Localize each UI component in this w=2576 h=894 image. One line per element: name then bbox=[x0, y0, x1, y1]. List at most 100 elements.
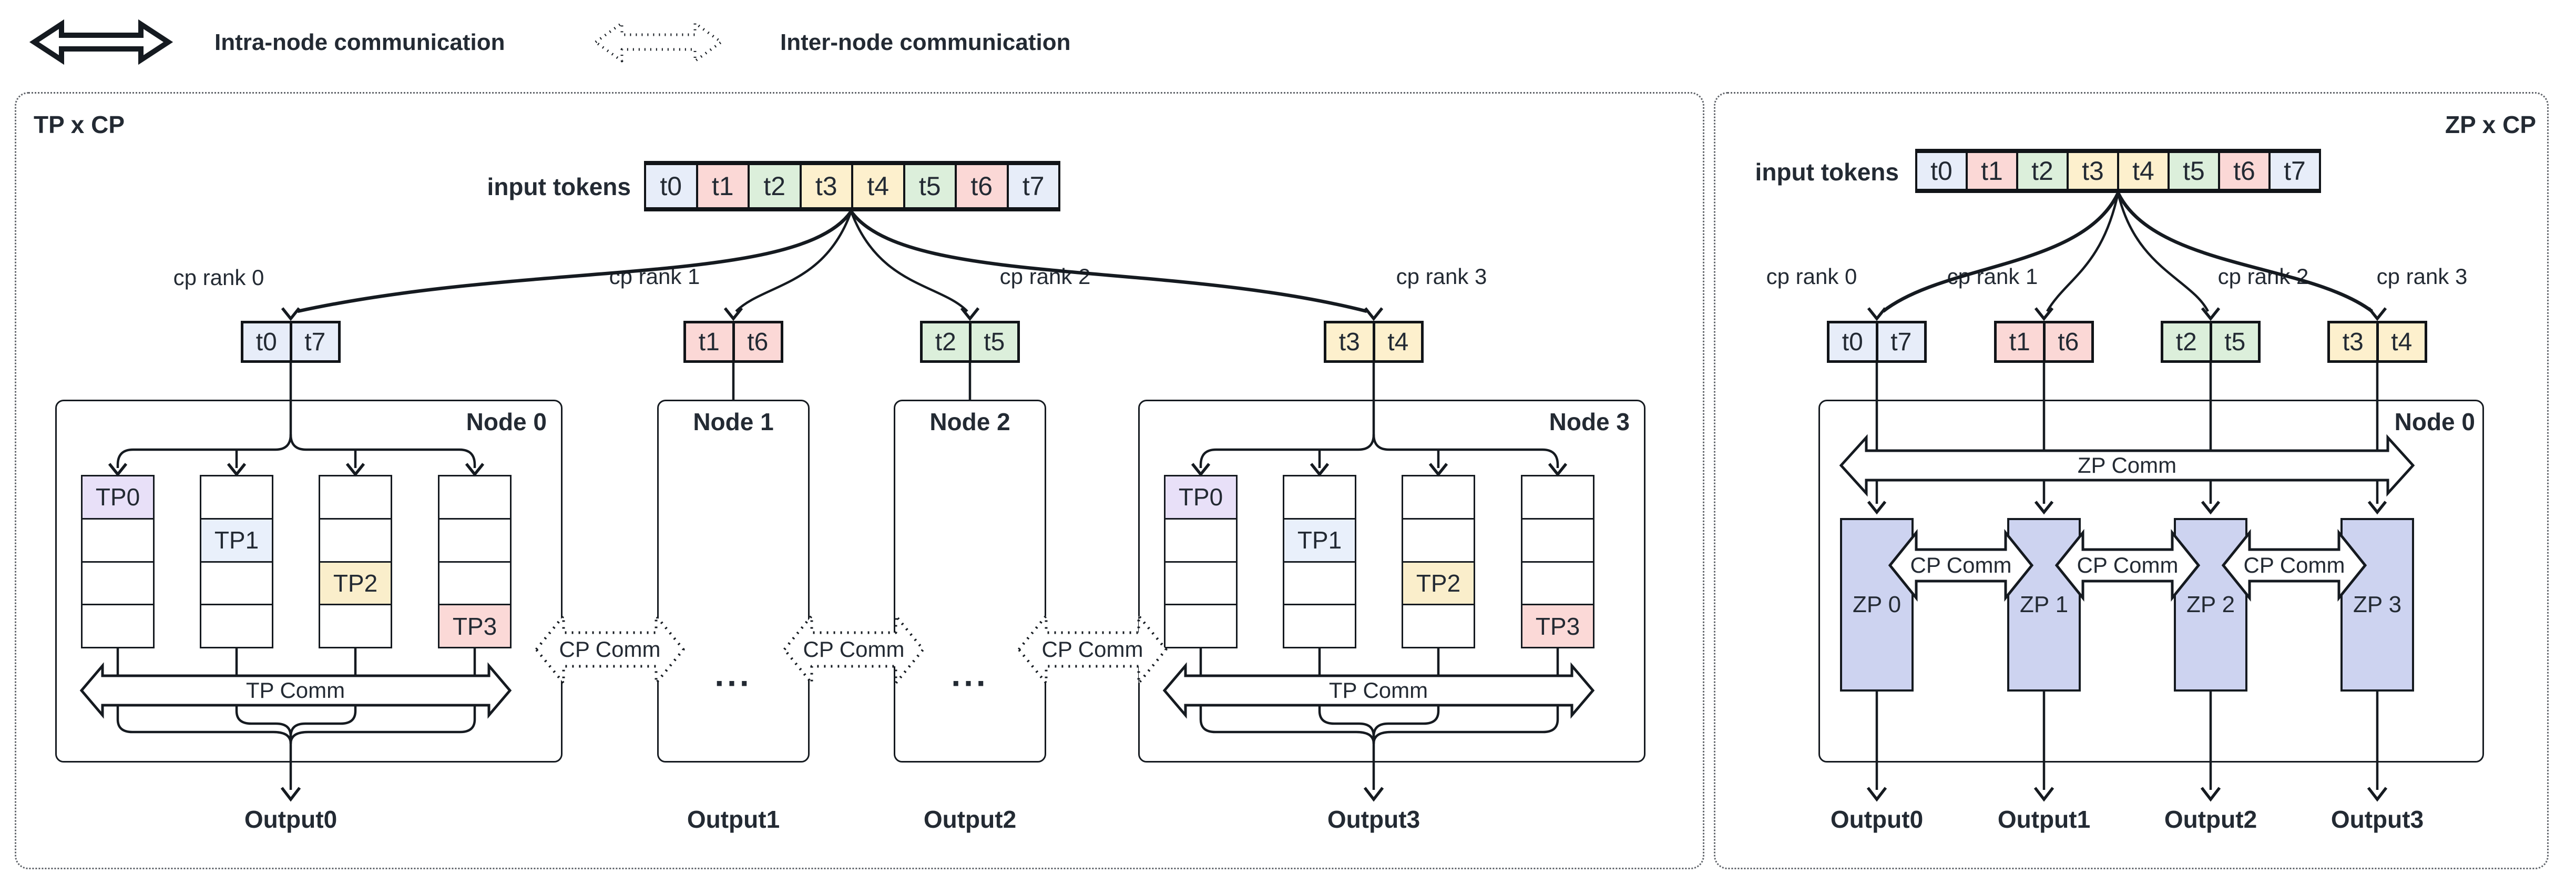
tp-shard-cell bbox=[1166, 605, 1236, 647]
right-pair-rank0: t0 t7 bbox=[1827, 321, 1927, 363]
left-output-2-label: Output2 bbox=[923, 806, 1017, 833]
left-panel-title: TP x CP bbox=[34, 111, 125, 138]
left-node-1 bbox=[657, 400, 810, 763]
tp-shard-cell bbox=[1284, 562, 1355, 604]
zp-block-0: ZP 0 bbox=[1840, 518, 1914, 692]
tp-column: TP0 bbox=[1164, 475, 1238, 648]
left-input-tokens-label: input tokens bbox=[487, 173, 631, 200]
token-cell: t5 bbox=[2170, 153, 2218, 189]
right-cp-comm-label-23: CP Comm bbox=[2243, 553, 2345, 577]
intra-node-arrow-icon bbox=[29, 19, 173, 65]
right-node-0-label: Node 0 bbox=[2394, 408, 2475, 435]
tp-shard-cell bbox=[1403, 605, 1474, 647]
tp-column: TP3 bbox=[1521, 475, 1594, 648]
pair-cell: t3 bbox=[2330, 323, 2376, 360]
tp-shard-cell bbox=[1403, 476, 1474, 518]
tp-shard-cell: TP2 bbox=[320, 562, 391, 604]
right-panel-title: ZP x CP bbox=[2445, 111, 2536, 138]
tp-column: TP3 bbox=[438, 475, 512, 648]
left-output-0-label: Output0 bbox=[244, 806, 338, 833]
legend-inter-label: Inter-node communication bbox=[780, 29, 1071, 55]
tp-shard-cell: TP1 bbox=[201, 519, 272, 561]
token-cell: t3 bbox=[801, 165, 851, 207]
cp-comm-label-01: CP Comm bbox=[559, 637, 661, 662]
tp-shard-cell bbox=[320, 476, 391, 518]
left-cp-rank-0-label: cp rank 0 bbox=[173, 265, 264, 290]
left-input-token-row: t0 t1 t2 t3 t4 t5 t6 t7 bbox=[644, 161, 1060, 211]
pair-cell: t0 bbox=[1829, 323, 1876, 360]
tp-shard-cell bbox=[201, 562, 272, 604]
tp-shard-cell bbox=[201, 476, 272, 518]
right-pair-rank3: t3 t4 bbox=[2327, 321, 2427, 363]
zp-block-1: ZP 1 bbox=[2007, 518, 2081, 692]
tp-comm-label-node3: TP Comm bbox=[1328, 678, 1428, 703]
right-input-tokens-label: input tokens bbox=[1755, 158, 1899, 186]
right-output-2-label: Output2 bbox=[2164, 806, 2257, 833]
tp-shard-cell bbox=[439, 562, 510, 604]
tp-shard-cell: TP3 bbox=[439, 605, 510, 647]
tp-column: TP2 bbox=[1402, 475, 1475, 648]
token-cell: t1 bbox=[698, 165, 748, 207]
token-cell: t6 bbox=[2220, 153, 2268, 189]
pair-cell: t3 bbox=[1326, 323, 1373, 360]
left-pair-rank1: t1 t6 bbox=[683, 321, 783, 363]
left-node-2 bbox=[894, 400, 1046, 763]
token-cell: t4 bbox=[2119, 153, 2168, 189]
token-cell: t4 bbox=[853, 165, 903, 207]
token-cell: t0 bbox=[646, 165, 696, 207]
tp-column: TP2 bbox=[319, 475, 392, 648]
right-output-0-label: Output0 bbox=[1830, 806, 1924, 833]
tp-shard-cell bbox=[439, 476, 510, 518]
pair-cell: t6 bbox=[734, 323, 781, 360]
left-cp-rank-3-label: cp rank 3 bbox=[1396, 264, 1487, 289]
right-cp-rank-2-label: cp rank 2 bbox=[2217, 264, 2309, 289]
tp-shard-cell: TP1 bbox=[1284, 519, 1355, 561]
pair-cell: t4 bbox=[2378, 323, 2425, 360]
token-cell: t5 bbox=[905, 165, 955, 207]
left-cp-rank-1-label: cp rank 1 bbox=[609, 264, 700, 289]
tp-shard-cell bbox=[201, 605, 272, 647]
right-cp-comm-label-12: CP Comm bbox=[2077, 553, 2179, 577]
tp-column: TP1 bbox=[1283, 475, 1356, 648]
tp-comm-label-node0: TP Comm bbox=[246, 678, 345, 703]
tp-shard-cell bbox=[83, 605, 153, 647]
tp-shard-cell: TP2 bbox=[1403, 562, 1474, 604]
left-node-1-label: Node 1 bbox=[693, 408, 774, 435]
left-pair-rank3: t3 t4 bbox=[1324, 321, 1424, 363]
left-pair-rank0: t0 t7 bbox=[241, 321, 341, 363]
tp-shard-cell: TP0 bbox=[1166, 476, 1236, 518]
tp-shard-cell bbox=[1166, 519, 1236, 561]
tp-shard-cell bbox=[1403, 519, 1474, 561]
pair-cell: t0 bbox=[243, 323, 290, 360]
right-input-token-row: t0 t1 t2 t3 t4 t5 t6 t7 bbox=[1915, 149, 2321, 193]
token-cell: t6 bbox=[957, 165, 1007, 207]
right-pair-rank2: t2 t5 bbox=[2161, 321, 2261, 363]
pair-cell: t5 bbox=[2212, 323, 2258, 360]
pair-cell: t5 bbox=[971, 323, 1017, 360]
node2-ellipsis: ... bbox=[951, 655, 989, 694]
pair-cell: t4 bbox=[1375, 323, 1421, 360]
tp-shard-cell bbox=[1284, 605, 1355, 647]
token-cell: t2 bbox=[750, 165, 800, 207]
zp-block-label: ZP 1 bbox=[2019, 592, 2069, 617]
token-cell: t0 bbox=[1917, 153, 1966, 189]
pair-cell: t1 bbox=[686, 323, 732, 360]
right-cp-rank-0-label: cp rank 0 bbox=[1766, 264, 1857, 289]
left-cp-rank-2-label: cp rank 2 bbox=[999, 264, 1091, 289]
tp-shard-cell bbox=[83, 562, 153, 604]
right-output-1-label: Output1 bbox=[1997, 806, 2091, 833]
pair-cell: t6 bbox=[2045, 323, 2091, 360]
tp-shard-cell bbox=[320, 605, 391, 647]
token-cell: t3 bbox=[2069, 153, 2117, 189]
tp-shard-cell bbox=[1522, 519, 1593, 561]
zp-block-3: ZP 3 bbox=[2340, 518, 2414, 692]
pair-cell: t1 bbox=[1997, 323, 2043, 360]
token-cell: t2 bbox=[2018, 153, 2067, 189]
tp-shard-cell bbox=[1284, 476, 1355, 518]
right-cp-rank-3-label: cp rank 3 bbox=[2376, 264, 2468, 289]
node1-ellipsis: ... bbox=[714, 655, 752, 694]
zp-comm-label: ZP Comm bbox=[2077, 453, 2177, 478]
left-node-0-label: Node 0 bbox=[466, 408, 547, 435]
legend-intra-label: Intra-node communication bbox=[214, 29, 505, 55]
pair-cell: t7 bbox=[292, 323, 338, 360]
